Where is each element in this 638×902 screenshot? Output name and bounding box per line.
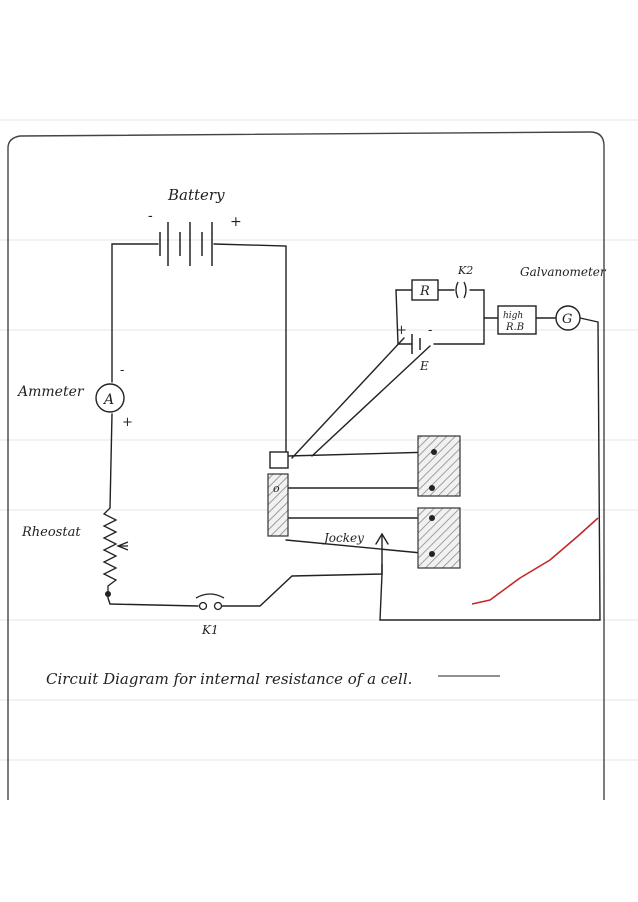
key-k2-symbol <box>455 281 467 299</box>
resistor-box <box>411 279 439 301</box>
galvanometer-circle <box>555 305 581 331</box>
battery-label: Battery <box>167 186 225 204</box>
potentiometer-block-upper <box>417 435 461 497</box>
jockey-label: Jockey <box>321 531 364 545</box>
potentiometer-end-block-left <box>267 473 289 537</box>
potentiometer-terminals <box>429 449 437 557</box>
potentiometer-terminal-box <box>269 451 289 469</box>
battery-plus-sign: + <box>230 214 242 230</box>
cell-plus-sign: + <box>396 323 407 338</box>
cell-e-label: E <box>419 359 429 373</box>
ammeter-circle <box>95 383 125 413</box>
rheostat-zigzag <box>102 507 118 592</box>
key-k2-label: K2 <box>457 264 473 277</box>
key-k1-symbol <box>195 593 225 611</box>
cell-e-symbol <box>411 334 421 354</box>
red-check-mark <box>471 517 599 605</box>
ammeter-plus-sign: + <box>122 415 133 430</box>
bleed-through-lines <box>0 119 638 761</box>
key-k1-label: K1 <box>201 623 219 637</box>
galvanometer-symbol: G <box>562 312 572 327</box>
resistor-label: R <box>419 284 430 299</box>
circuit-wires <box>107 243 601 621</box>
diagram-caption: Circuit Diagram for internal resistance … <box>46 670 412 688</box>
high-resistance-box <box>497 305 537 335</box>
ammeter-label: Ammeter <box>16 384 85 400</box>
rheostat-terminal <box>105 591 111 597</box>
page-border <box>7 131 605 800</box>
ammeter-minus-sign: - <box>120 363 124 378</box>
high-rb-label-line2: R.B <box>505 322 524 333</box>
potentiometer-terminal-mark: o <box>273 482 280 495</box>
battery-symbol <box>159 222 213 266</box>
galvanometer-label: Galvanometer <box>520 265 607 279</box>
cell-minus-sign: - <box>428 323 432 338</box>
ammeter-symbol: A <box>102 392 114 408</box>
rheostat-label: Rheostat <box>21 525 81 540</box>
high-rb-label-line1: high <box>503 311 523 321</box>
potentiometer-block-lower <box>417 507 461 569</box>
battery-minus-sign: - <box>148 208 153 224</box>
